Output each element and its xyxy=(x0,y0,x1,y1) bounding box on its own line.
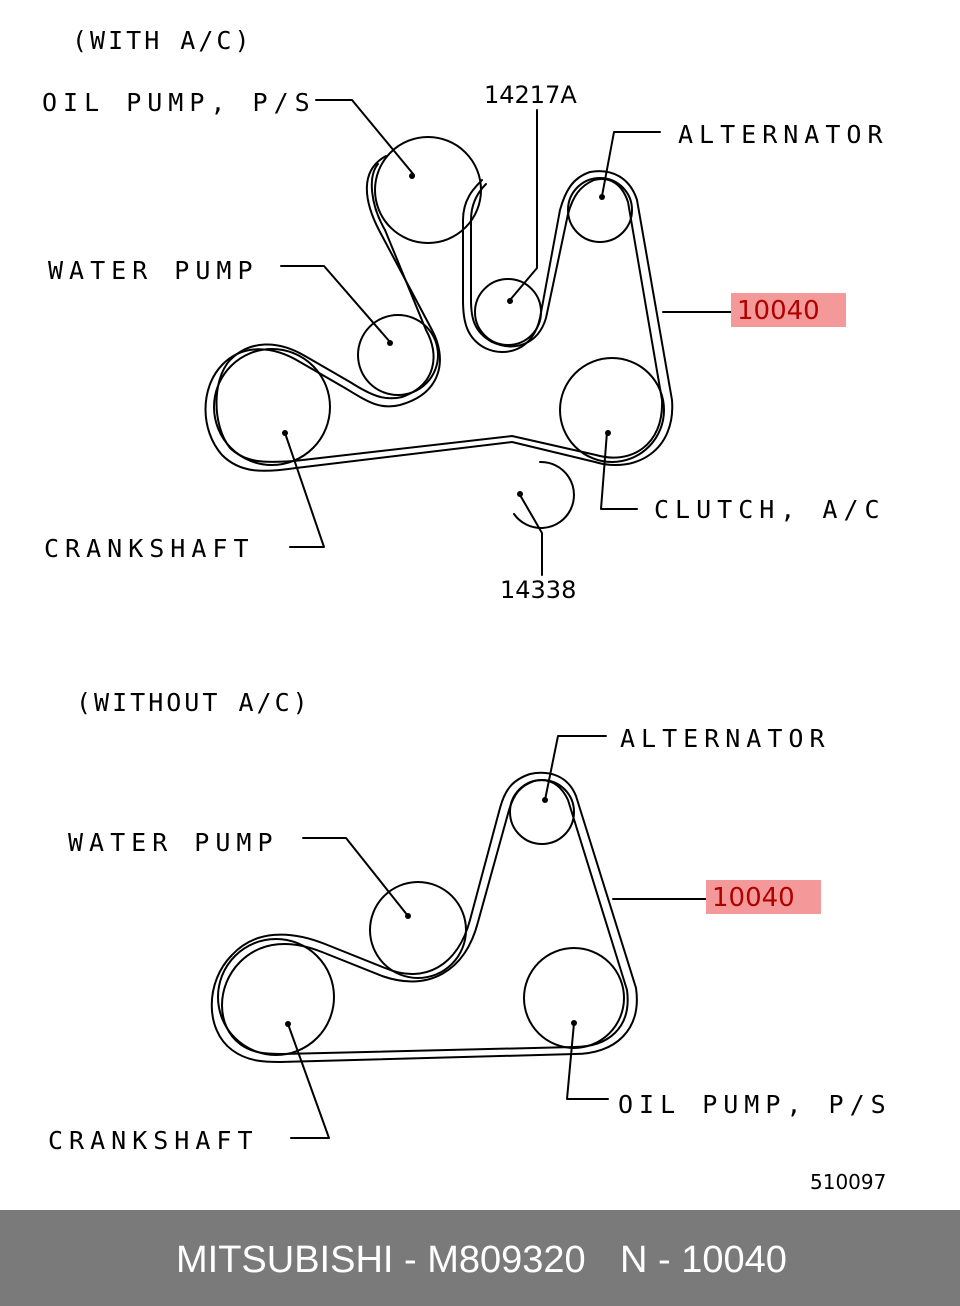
belt-top-inner xyxy=(215,163,664,463)
leader-alternator xyxy=(601,131,661,197)
pulley-water-pump xyxy=(357,314,439,396)
pulley-alternator xyxy=(567,177,633,243)
pulley-oil-pump-ps xyxy=(374,136,482,244)
belt-callout-top: 10040 xyxy=(731,293,846,327)
belt-routing-diagram xyxy=(204,99,736,1139)
leader-clutch xyxy=(600,431,638,510)
belt-part-number: 10040 xyxy=(737,296,820,326)
leader-water-pump xyxy=(280,265,391,343)
footer-bar: MITSUBISHI - M809320 N - 10040 xyxy=(0,1210,960,1306)
belt-callout-bottom: 10040 xyxy=(706,880,821,914)
label-crankshaft-b: CRANKSHAFT xyxy=(48,1126,259,1155)
leader-oil-pump xyxy=(315,99,415,176)
label-clutch-ac: CLUTCH, A/C xyxy=(654,495,886,524)
belt-bottom-inner xyxy=(221,779,629,1055)
pulley-crankshaft xyxy=(213,348,331,466)
leader-14338 xyxy=(519,494,543,576)
footer-brand-part: MITSUBISHI - M809320 xyxy=(176,1239,586,1281)
label-crankshaft: CRANKSHAFT xyxy=(44,534,255,563)
label-alternator-b: ALTERNATOR xyxy=(620,724,831,753)
pulley-water-pump-b xyxy=(369,881,467,979)
belt-part-number-b: 10040 xyxy=(712,883,795,913)
belt-bottom-outer xyxy=(210,771,638,1063)
pulley-14338 xyxy=(513,460,575,529)
label-14338: 14338 xyxy=(500,576,577,604)
leader-alternator-b xyxy=(544,735,607,801)
leader-crankshaft xyxy=(284,432,325,548)
leader-14217a xyxy=(509,109,538,301)
leader-oil-pump-b xyxy=(566,1022,609,1100)
label-water-pump-b: WATER PUMP xyxy=(68,828,279,857)
label-oil-pump-ps-b: OIL PUMP, P/S xyxy=(618,1090,892,1119)
pulley-crankshaft-b xyxy=(217,938,335,1056)
leader-crankshaft-b xyxy=(287,1023,330,1139)
label-oil-pump-ps: OIL PUMP, P/S xyxy=(42,88,316,117)
footer-ref: N - 10040 xyxy=(620,1239,787,1281)
figure-number: 510097 xyxy=(810,1170,887,1194)
label-water-pump: WATER PUMP xyxy=(48,256,259,285)
pulley-14217a xyxy=(474,278,542,346)
belt-top-outer xyxy=(204,155,674,472)
title-without-ac: (WITHOUT A/C) xyxy=(76,688,311,717)
leader-water-pump-b xyxy=(302,837,409,917)
title-with-ac: (WITH A/C) xyxy=(72,26,253,55)
label-alternator: ALTERNATOR xyxy=(678,120,889,149)
label-14217a: 14217A xyxy=(484,81,577,109)
pulley-clutch-ac xyxy=(559,357,665,463)
